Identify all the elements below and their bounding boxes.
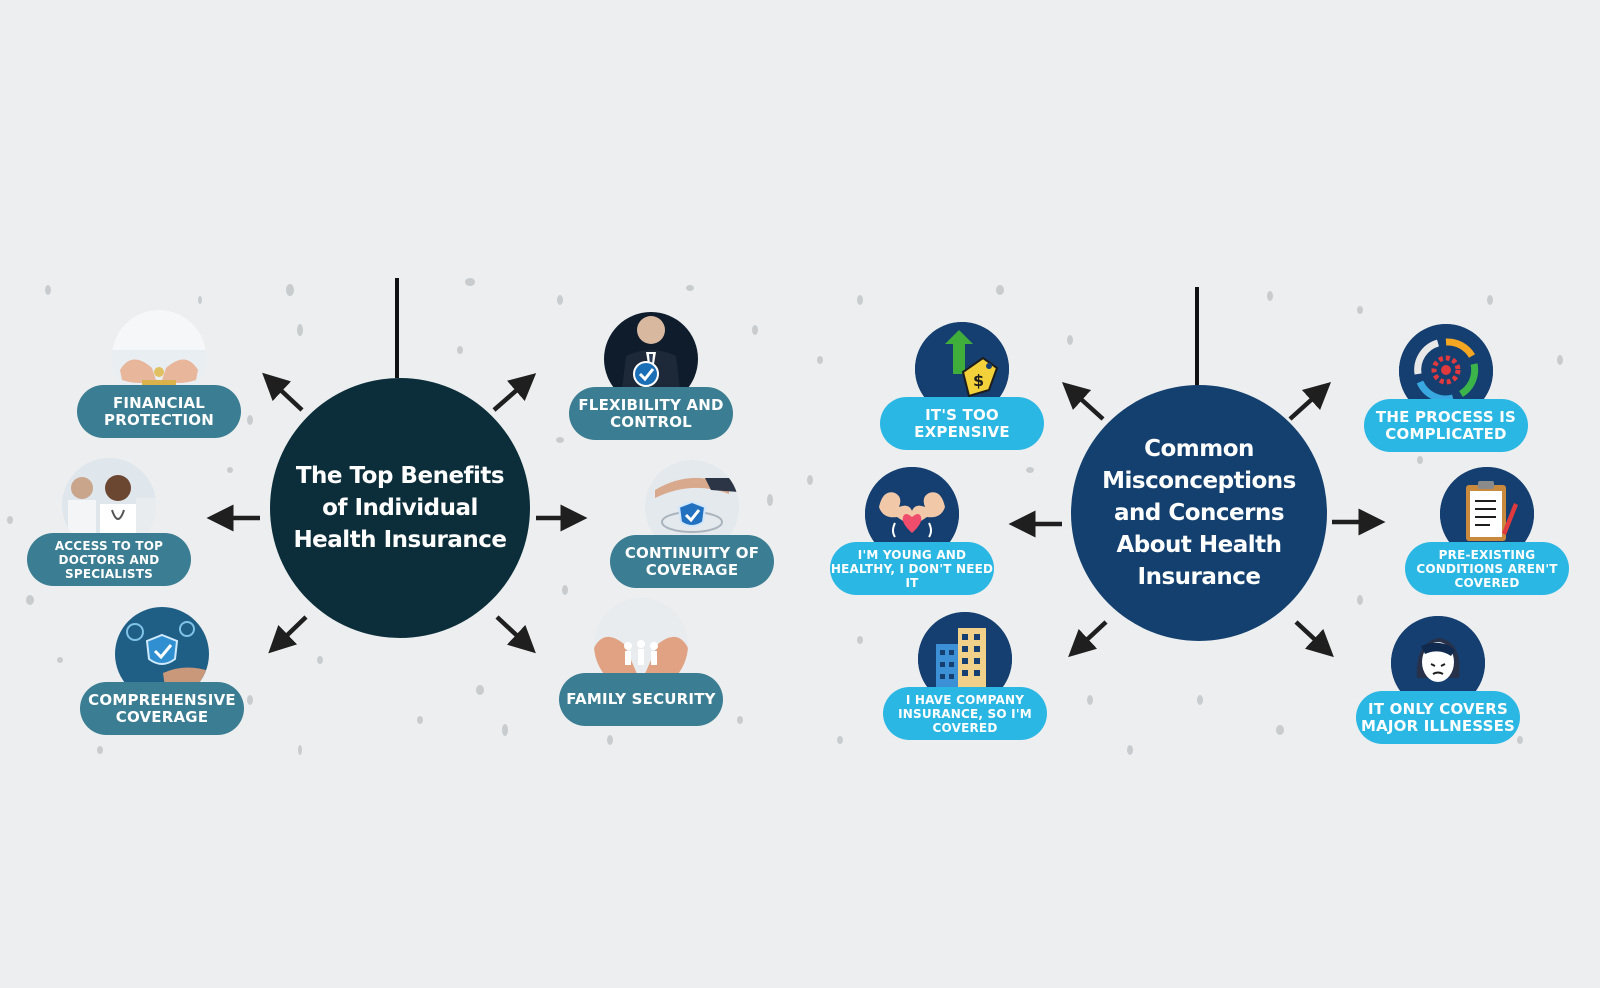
node-company-insurance: I Have Company Insurance, So I'm Covered xyxy=(883,612,1053,782)
young-healthy-label: I'm Young and Healthy, I Don't Need It xyxy=(830,542,994,595)
center-stem xyxy=(1195,287,1199,387)
misconceptions-title: Common Misconceptions and Concerns About… xyxy=(1102,436,1296,590)
node-flexibility-control: Flexibility and Control xyxy=(569,312,739,482)
node-process-complicated: The Process Is Complicated xyxy=(1364,324,1534,494)
family-security-label: Family Security xyxy=(559,673,723,726)
center-stem xyxy=(395,278,399,378)
node-continuity-coverage: Continuity of Coverage xyxy=(610,460,780,630)
node-too-expensive: $ It's Too Expensive xyxy=(880,322,1050,492)
benefits-diagram: The Top Benefits of Individual Health In… xyxy=(7,278,780,777)
node-access-doctors: Access to Top Doctors and Specialists xyxy=(27,458,197,628)
flexibility-control-label: Flexibility and Control xyxy=(569,387,733,440)
too-expensive-label: It's Too Expensive xyxy=(880,397,1044,450)
continuity-coverage-label: Continuity of Coverage xyxy=(610,535,774,588)
node-young-healthy: I'm Young and Healthy, I Don't Need It xyxy=(830,467,1000,637)
node-major-illnesses: It Only Covers Major Illnesses xyxy=(1356,616,1526,786)
node-financial-protection: Financial Protection xyxy=(77,310,247,480)
benefits-center-circle: The Top Benefits of Individual Health In… xyxy=(270,378,530,638)
financial-protection-label: Financial Protection xyxy=(77,385,241,438)
svg-text:$: $ xyxy=(973,371,984,390)
misconceptions-diagram: Common Misconceptions and Concerns About… xyxy=(800,0,1600,988)
comprehensive-coverage-label: Comprehensive Coverage xyxy=(80,682,244,735)
company-insurance-label: I Have Company Insurance, So I'm Covered xyxy=(883,687,1047,740)
node-pre-existing: Pre-Existing Conditions Aren't Covered xyxy=(1405,467,1575,637)
misconceptions-center-circle: Common Misconceptions and Concerns About… xyxy=(1071,385,1327,641)
node-family-security: Family Security xyxy=(559,598,729,768)
node-comprehensive-coverage: Comprehensive Coverage xyxy=(80,607,250,777)
access-doctors-label: Access to Top Doctors and Specialists xyxy=(27,533,191,586)
speckle-background xyxy=(7,278,773,755)
pre-existing-label: Pre-Existing Conditions Aren't Covered xyxy=(1405,542,1569,595)
process-complicated-label: The Process Is Complicated xyxy=(1364,399,1528,452)
benefits-title: The Top Benefits of Individual Health In… xyxy=(293,463,507,553)
speckle-background xyxy=(807,285,1563,755)
major-illnesses-label: It Only Covers Major Illnesses xyxy=(1356,691,1520,744)
